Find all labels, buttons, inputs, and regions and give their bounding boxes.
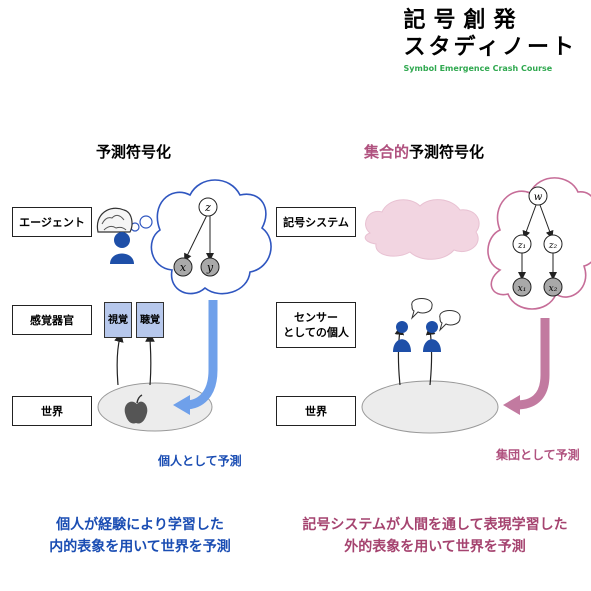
left-world-ellipse [97,382,213,432]
right-arrow-up-2 [425,325,436,386]
right-summary-line1: 記号システムが人間を通して表現学習した [302,517,568,533]
caption-individual-prediction: 個人として予測 [158,454,242,468]
label-world-right: 世界 [276,396,356,426]
right-arrow-up-1 [394,325,405,386]
label-sensor-line2: としての個人 [283,326,349,339]
node-x1-label: x₁ [518,284,527,294]
label-individual-as-sensor: センサー としての個人 [276,302,356,348]
sense-vision: 視覚 [104,302,132,338]
left-thought-bubble-mid [139,215,153,229]
node-y-label: y [206,261,214,274]
node-w-label: w [534,192,543,203]
node-z2-label: z₂ [548,241,558,251]
brain-head-icon [96,207,134,264]
label-world-left: 世界 [12,396,92,426]
right-prediction-arrow [515,318,550,410]
person-icon-1 [393,321,411,352]
node-x2 [543,277,563,297]
right-world-ellipse [361,380,499,434]
left-summary-line1: 個人が経験により学習した [56,517,224,533]
node-z [198,197,218,217]
left-arrow-up-2 [145,332,155,386]
node-z1-label: z₁ [517,241,526,251]
left-summary: 個人が経験により学習した 内的表象を用いて世界を予測 [20,514,260,558]
node-x2-label: x₂ [549,284,558,294]
person-icon-2 [423,321,441,352]
caption-collective-prediction: 集団として予測 [496,448,580,462]
apple-icon [124,394,148,424]
node-z1 [512,234,532,254]
left-heading: 予測符号化 [96,143,172,161]
right-heading: 集合的予測符号化 [364,141,484,162]
right-thought-cloud [487,177,591,310]
speech-bubble-2 [438,310,461,332]
label-symbol-system: 記号システム [276,207,356,237]
sense-hearing: 聴覚 [136,302,164,338]
right-summary-line2: 外的表象を用いて世界を予測 [344,539,526,555]
brand-subtitle: Symbol Emergence Crash Course [403,64,553,73]
node-z-label: z [204,201,211,214]
brand-block: 記号創発 スタディノート Symbol Emergence Crash Cour… [404,8,577,73]
node-y [200,257,220,277]
left-arrow-up-1 [114,332,124,386]
brand-title-line1: 記号創発 [403,8,524,33]
node-z2 [543,234,563,254]
label-sensory-organs: 感覚器官 [12,305,92,335]
node-w [528,186,548,206]
right-summary: 記号システムが人間を通して表現学習した 外的表象を用いて世界を予測 [290,514,580,558]
right-heading-accent: 集合的 [364,143,410,161]
node-x1 [512,277,532,297]
right-heading-rest: 予測符号化 [409,143,485,161]
symbol-system-cloud [364,199,480,260]
node-x [173,257,193,277]
left-thought-cloud [150,179,272,295]
brand-title-line2: スタディノート [403,35,577,60]
label-sensor-line1: センサー [294,311,338,324]
left-summary-line2: 内的表象を用いて世界を予測 [49,539,231,555]
node-x-label: x [180,261,187,274]
speech-bubble-1 [410,298,433,320]
label-agent: エージェント [12,207,92,237]
